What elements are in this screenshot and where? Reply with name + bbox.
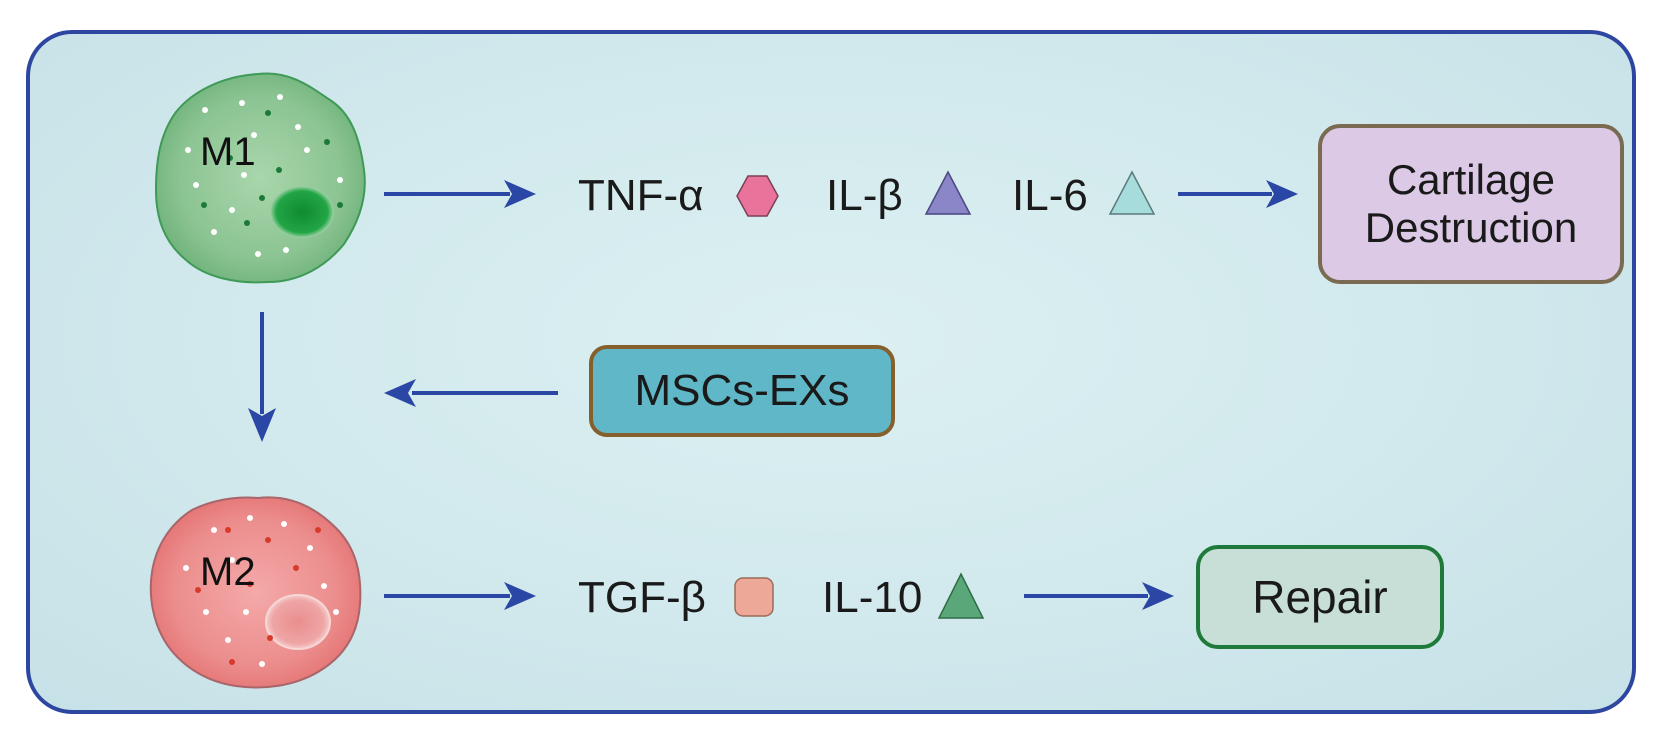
m1-label: M1 <box>200 130 256 174</box>
arrow-m1-to-m2 <box>248 312 276 442</box>
m2-macrophage-cell <box>149 496 362 689</box>
m1-cell-body <box>154 72 366 284</box>
mscs-exs-label: MSCs-EXs <box>634 365 850 415</box>
factor-symbols <box>734 170 1156 619</box>
m2-granules <box>183 515 339 667</box>
arrow-m1-to-factors <box>384 180 536 208</box>
il-beta-label: IL-β <box>826 171 903 220</box>
tnf-alpha-hexagon-icon <box>736 175 779 217</box>
m1-nucleus <box>270 186 334 238</box>
il-10-label: IL-10 <box>822 573 923 622</box>
il-10-triangle-icon <box>937 572 985 619</box>
m2-nucleus <box>265 594 331 650</box>
il-6-label: IL-6 <box>1012 171 1088 220</box>
m1-granules <box>185 94 343 257</box>
il-6-triangle-icon <box>1108 170 1156 215</box>
cartilage-line2: Destruction <box>1364 204 1578 251</box>
m2-label: M2 <box>200 550 256 594</box>
arrow-mscs-to-m1m2 <box>384 379 558 407</box>
m1-macrophage-cell <box>154 72 366 284</box>
tnf-alpha-label: TNF-α <box>578 171 704 220</box>
repair-box: Repair <box>1196 545 1444 649</box>
arrow-m2-to-factors <box>384 582 536 610</box>
tgf-beta-square-icon <box>734 577 774 617</box>
repair-label: Repair <box>1252 570 1388 623</box>
arrows <box>248 180 1298 610</box>
arrow-factors-to-repair <box>1024 582 1174 610</box>
il-beta-triangle-icon <box>924 170 972 215</box>
arrow-factors-to-cartilage <box>1178 180 1298 208</box>
cartilage-line1: Cartilage <box>1386 155 1556 203</box>
tgf-beta-label: TGF-β <box>578 573 706 622</box>
mscs-exs-box: MSCs-EXs <box>589 345 895 437</box>
cartilage-destruction-box: Cartilage Destruction <box>1318 124 1624 284</box>
